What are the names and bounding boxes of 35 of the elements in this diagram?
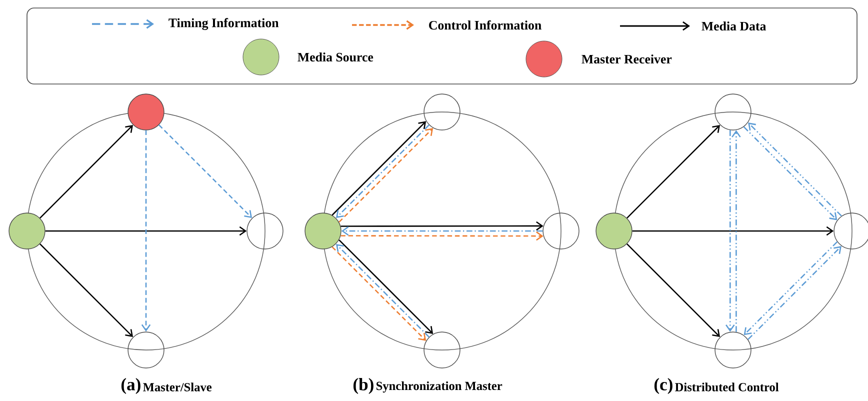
receiver-circle bbox=[128, 94, 164, 130]
panel-caption: Distributed Control bbox=[675, 382, 779, 392]
arrow bbox=[726, 130, 735, 332]
arrow bbox=[158, 124, 252, 218]
endpoint-circle bbox=[714, 94, 752, 130]
panel-caption: Synchronization Master bbox=[376, 381, 502, 393]
panel-letter: (a) bbox=[121, 378, 140, 394]
endpoint-circle bbox=[714, 332, 752, 368]
arrow bbox=[341, 226, 543, 236]
arrow bbox=[632, 226, 834, 236]
arrow bbox=[732, 130, 741, 332]
source-circle bbox=[304, 212, 342, 250]
arrow bbox=[626, 124, 720, 218]
arrow bbox=[141, 130, 151, 332]
endpoint-circle bbox=[542, 212, 580, 250]
panel-letter: (b) bbox=[353, 378, 374, 394]
endpoint-circle bbox=[246, 212, 284, 250]
legend-label: Media Source bbox=[298, 52, 374, 62]
endpoint-circle bbox=[128, 332, 164, 368]
arrow bbox=[626, 244, 720, 338]
legend-label: Master Receiver bbox=[582, 54, 672, 64]
source-circle bbox=[596, 212, 632, 250]
arrow bbox=[340, 231, 544, 241]
legend-label: Media Data bbox=[702, 21, 766, 31]
endpoint-circle bbox=[424, 94, 460, 130]
arrow bbox=[40, 124, 134, 218]
arrow bbox=[40, 244, 134, 338]
legend-label: Control Information bbox=[429, 20, 542, 30]
arrow bbox=[45, 226, 247, 236]
panel-letter: (c) bbox=[654, 378, 672, 394]
panel-caption: Master/Slave bbox=[143, 382, 212, 392]
legend-label: Timing Information bbox=[168, 18, 279, 30]
source-circle bbox=[8, 212, 46, 250]
arrow bbox=[340, 221, 544, 231]
endpoint-circle bbox=[424, 332, 460, 368]
